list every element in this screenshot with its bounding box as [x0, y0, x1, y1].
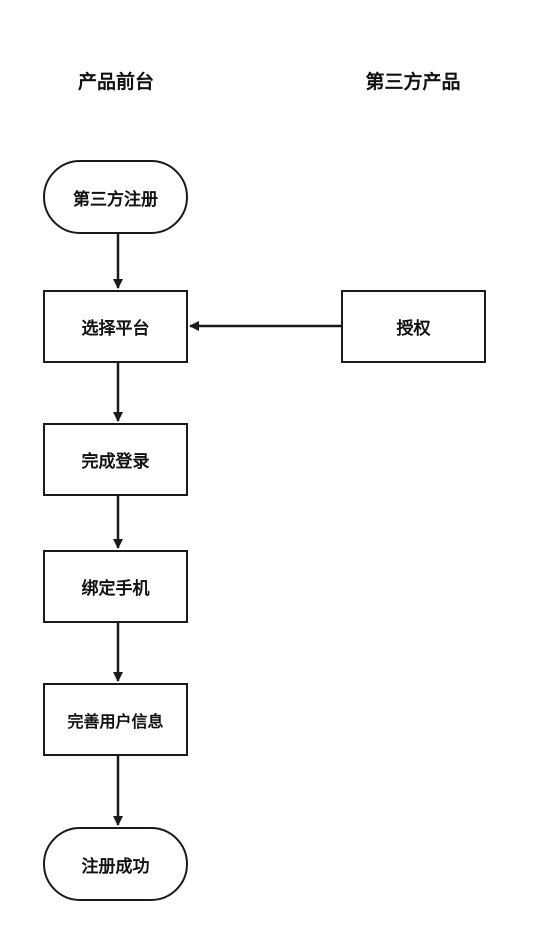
node-select-platform: 选择平台 [43, 290, 188, 363]
node-authorize: 授权 [341, 290, 486, 363]
node-complete-user-info: 完善用户信息 [43, 683, 188, 756]
node-third-party-register: 第三方注册 [43, 160, 188, 234]
lane-title-third-party-product: 第三方产品 [365, 71, 461, 93]
lane-title-product-frontend: 产品前台 [77, 71, 154, 93]
node-complete-login: 完成登录 [43, 423, 188, 496]
node-register-success: 注册成功 [43, 827, 188, 901]
node-bind-phone: 绑定手机 [43, 550, 188, 623]
